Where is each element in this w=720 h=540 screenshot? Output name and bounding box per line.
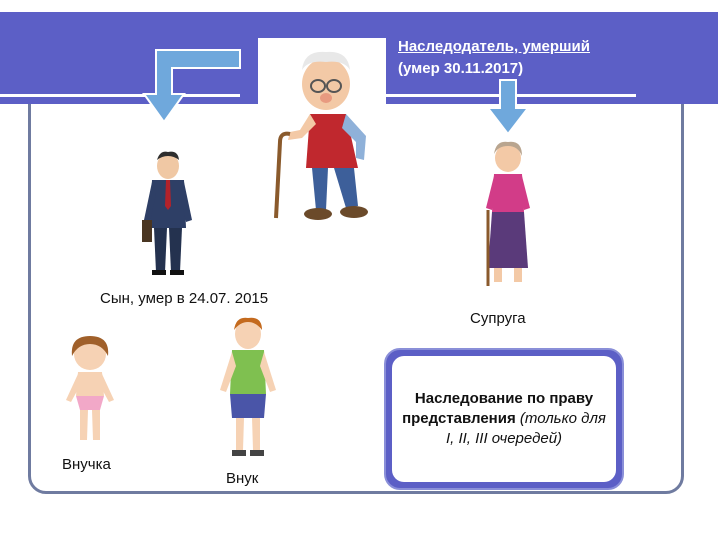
spouse-figure (486, 141, 530, 286)
inheritance-note-bold: Наследование по праву представления (402, 390, 594, 427)
granddaughter-figure (66, 336, 114, 440)
son-figure (142, 151, 192, 275)
granddaughter-label: Внучка (62, 456, 111, 473)
deceased-title-line1: Наследодатель, умерший (398, 38, 591, 55)
grandson-label: Внук (226, 470, 259, 487)
grandfather-figure (274, 51, 368, 220)
arrow-to-son-icon (142, 49, 241, 124)
deceased-title: Наследодатель, умерший (умер 30.11.2017) (398, 36, 648, 88)
inheritance-note: Наследование по праву представления (тол… (384, 348, 624, 490)
deceased-title-line2: (умер 30.11.2017) (398, 60, 524, 77)
spouse-label: Супруга (470, 310, 526, 327)
inheritance-note-italic: (только для I, II, III очередей) (445, 410, 606, 447)
inheritance-note-body: Наследование по праву представления (тол… (392, 356, 616, 482)
banner-divider-left (0, 94, 240, 97)
son-label: Сын, умер в 24.07. 2015 (100, 290, 269, 307)
arrow-to-spouse-icon (485, 79, 531, 136)
grandson-figure (220, 317, 276, 456)
